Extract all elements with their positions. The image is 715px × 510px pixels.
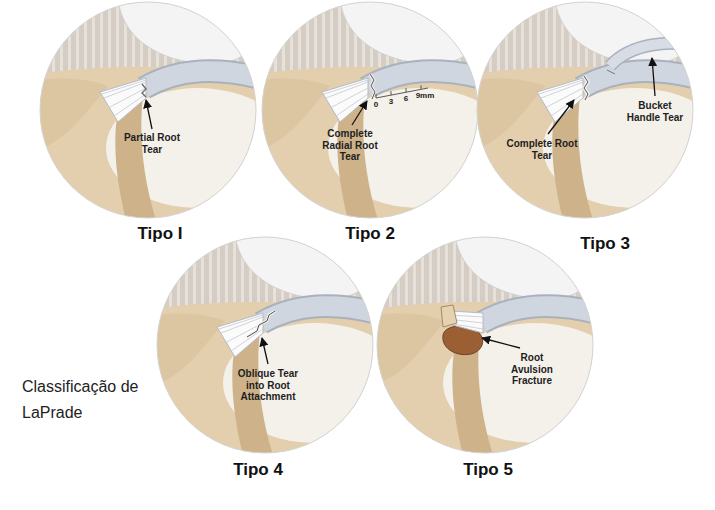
type-label: Tipo 2 — [325, 224, 415, 244]
illustration-panel: Root Avulsion FractureTipo 5 — [376, 236, 600, 488]
callout-label: Complete Radial Root Tear — [319, 128, 381, 163]
leader-arrow — [262, 338, 268, 364]
tipo-4-illustration — [155, 235, 407, 455]
scale-number: 9mm — [416, 92, 435, 100]
callout-label: Root Avulsion Fracture — [504, 352, 560, 387]
type-label: Tipo I — [115, 224, 205, 244]
leader-arrow — [548, 100, 574, 134]
callout-label: Bucket Handle Tear — [623, 100, 687, 123]
illustration-panel: Complete Radial Root TearTipo 2 — [262, 2, 478, 248]
scale-number: 3 — [389, 98, 393, 106]
callout-label: Complete Root Tear — [503, 138, 581, 161]
scale-number: 0 — [374, 101, 378, 109]
callout-label: Partial Root Tear — [119, 132, 185, 155]
tipo-5-illustration — [375, 235, 627, 455]
leader-arrows — [146, 58, 655, 364]
illustration-panel: Complete Root Tear Bucket Handle TearTipo… — [476, 2, 700, 260]
scale-number: 6 — [404, 95, 408, 103]
leader-arrow — [652, 58, 655, 96]
tipo-2-illustration — [260, 0, 512, 220]
leader-arrow — [482, 338, 520, 348]
leader-arrow — [146, 100, 152, 129]
tipo-3-illustration — [475, 0, 715, 220]
type-label: Tipo 4 — [213, 460, 303, 480]
type-label: Tipo 5 — [443, 460, 533, 480]
illustration-panel: Oblique Tear into Root AttachmentTipo 4 — [155, 236, 379, 488]
figure-caption: Classificação de LaPrade — [22, 374, 148, 427]
illustration-panel: Partial Root TearTipo I — [38, 2, 262, 248]
leader-arrow — [352, 101, 367, 125]
type-label: Tipo 3 — [560, 234, 650, 254]
tipo-1-illustration — [38, 0, 290, 220]
callout-label: Oblique Tear into Root Attachment — [233, 368, 303, 403]
